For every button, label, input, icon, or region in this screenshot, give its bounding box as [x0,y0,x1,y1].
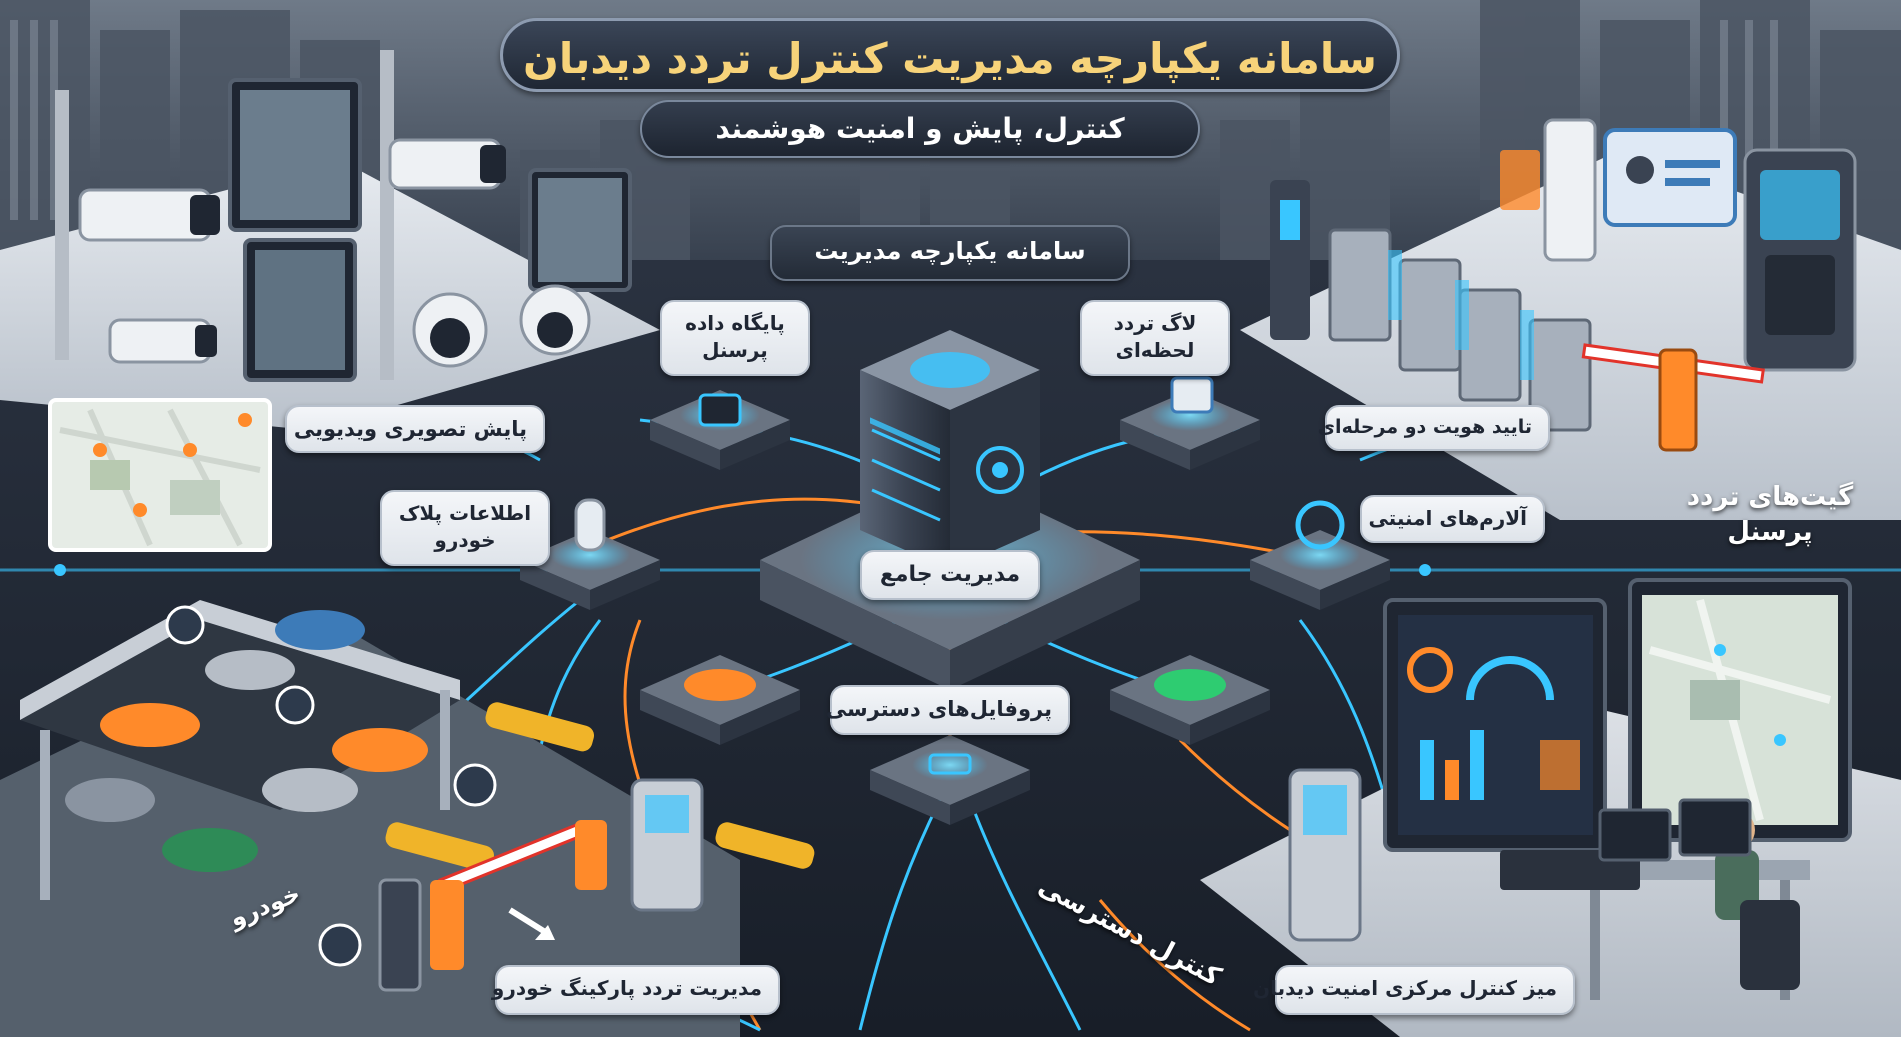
id-badge-icon [1170,376,1214,414]
security-control-desk [1200,578,1901,1037]
access-card-icon [928,753,972,775]
network-node [1110,655,1270,745]
map-icon [48,398,272,552]
label-integrated-management: سامانه یکپارچه مدیریت [770,225,1130,281]
network-node [640,655,800,745]
label-central-management: مدیریت جامع [860,550,1040,600]
bullet-camera-icon [108,318,217,364]
label-security-desk: میز کنترل مرکزی امنیت دیدبان [1253,965,1575,1015]
label-personnel-database: پایگاه داده پرسنل [660,300,810,376]
label-personnel-gates: گیت‌های تردد پرسنل [1686,482,1854,548]
network-node [1120,376,1260,470]
fingerprint-reader-icon [1743,148,1857,372]
label-parking-management: مدیریت تردد پارکینگ خودرو [492,965,780,1015]
id-card-icon [1603,128,1737,227]
speed-bump [385,702,815,872]
alarm-gear-icon [1295,500,1345,550]
label-plate-info: اطلاعات پلاک خودرو [380,490,550,566]
label-access-profiles: پروفایل‌های دسترسی [826,685,1070,735]
video-surveillance-area [0,50,660,430]
parking-area [0,600,815,1037]
gear-icon [976,446,1024,494]
turnstile-gate-icon [1328,228,1592,432]
bullet-camera-icon [78,188,220,242]
label-realtime-log: لاگ تردد لحظه‌ای [1080,300,1230,376]
car-pin-icon [165,605,497,967]
bullet-camera-icon [388,138,506,190]
page-subtitle: کنترل، پایش و امنیت هوشمند [640,100,1200,158]
label-video-monitoring: پایش تصویری ویدیویی [285,405,545,453]
parking-kiosk-icon [378,778,704,992]
network-node [870,735,1030,825]
lpr-camera-icon [574,498,606,552]
camera-icon [698,393,742,427]
label-security-alarms: آلارم‌های امنیتی [1360,495,1545,543]
label-two-factor-auth: تایید هویت دو مرحله‌ای [1318,405,1550,451]
kiosk-terminal-icon [1288,768,1362,942]
network-node [1250,500,1390,610]
car-icon [65,610,428,872]
map-monitor-icon [1628,578,1852,842]
network-node [520,498,660,610]
dome-camera-icon [412,284,591,368]
barrier-gate-icon [430,820,607,970]
dashboard-monitor-icon [1383,598,1607,852]
network-node [650,390,790,470]
page-title: سامانه یکپارچه مدیریت کنترل تردد دیدبان [500,18,1400,92]
